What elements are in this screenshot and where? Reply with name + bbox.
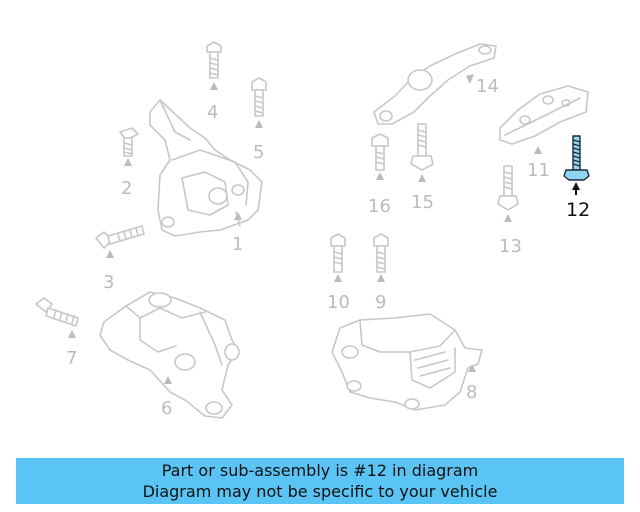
callout-1: 1	[232, 234, 243, 255]
callout-3: 3	[103, 272, 114, 293]
callout-4: 4	[207, 102, 218, 123]
part-13-bolt[interactable]	[497, 165, 519, 211]
part-7-bolt[interactable]	[35, 297, 79, 327]
banner-line-part: Part or sub-assembly is #12 in diagram	[161, 461, 479, 480]
part-11-bracket[interactable]	[499, 85, 589, 145]
parts-diagram: 1 2 3 4 5 6 7 8 9 10 11 12 13 14 15 16	[35, 41, 590, 419]
part-5-bolt[interactable]	[251, 77, 267, 117]
part-6-mount-bracket[interactable]	[99, 291, 240, 419]
callout-10: 10	[327, 292, 350, 313]
callout-14: 14	[476, 76, 499, 97]
part-10-bolt[interactable]	[330, 233, 346, 273]
callout-arrows	[68, 74, 542, 384]
callout-16: 16	[368, 196, 391, 217]
part-3-bolt[interactable]	[95, 225, 145, 249]
part-8-transmission-mount[interactable]	[331, 313, 483, 411]
part-4-bolt[interactable]	[206, 41, 222, 79]
part-12-bolt[interactable]	[563, 135, 590, 195]
callout-labels: 1 2 3 4 5 6 7 8 9 10 11 12 13 14 15 16	[66, 76, 590, 419]
part-9-bolt[interactable]	[373, 233, 389, 273]
callout-15: 15	[411, 192, 434, 213]
part-16-bolt[interactable]	[371, 133, 389, 171]
banner-line-disclaimer: Diagram may not be specific to your vehi…	[142, 482, 498, 501]
callout-5: 5	[253, 142, 264, 163]
part-2-bolt[interactable]	[119, 127, 139, 157]
part-1-engine-mount[interactable]	[149, 99, 263, 237]
callout-7: 7	[66, 348, 77, 369]
callout-2: 2	[121, 178, 132, 199]
callout-12: 12	[566, 199, 590, 221]
info-banner: Part or sub-assembly is #12 in diagram D…	[16, 458, 624, 504]
callout-9: 9	[375, 292, 386, 313]
part-14-torque-arm[interactable]	[373, 43, 497, 125]
callout-6: 6	[161, 398, 172, 419]
callout-13: 13	[499, 236, 522, 257]
callout-11: 11	[527, 160, 550, 181]
part-15-bolt[interactable]	[410, 123, 434, 171]
callout-8: 8	[466, 382, 477, 403]
